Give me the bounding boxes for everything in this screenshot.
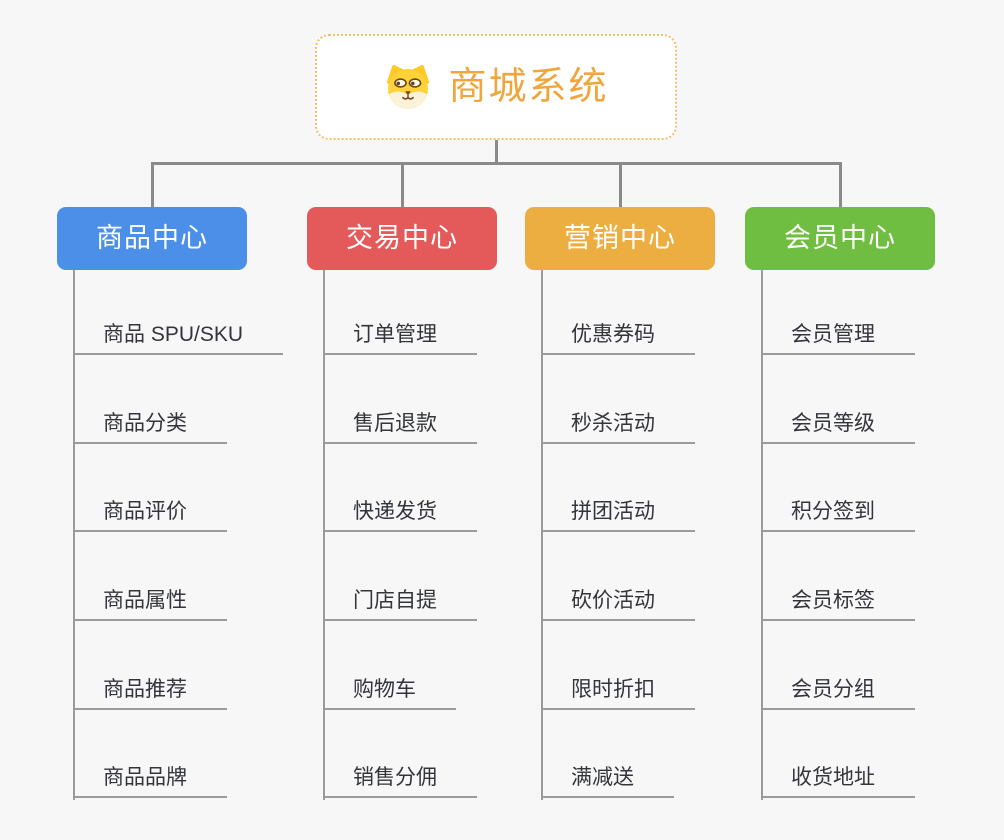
leaf-label: 售后退款: [353, 412, 437, 435]
leaf-node[interactable]: 商品 SPU/SKU: [73, 315, 284, 355]
leaf-label: 商品评价: [103, 500, 187, 523]
branch-node-1[interactable]: 商品中心: [57, 207, 247, 270]
leaf-node[interactable]: 拼团活动: [541, 492, 695, 532]
leaf-label: 拼团活动: [571, 500, 655, 523]
branch-label: 交易中心: [346, 223, 458, 253]
connector-horizontal: [150, 162, 842, 165]
leaf-label: 收货地址: [791, 766, 875, 789]
leaf-node[interactable]: 购物车: [323, 670, 456, 710]
leaf-label: 购物车: [353, 678, 416, 701]
leaf-label: 积分签到: [791, 500, 875, 523]
leaf-node[interactable]: 售后退款: [323, 404, 477, 444]
leaf-node[interactable]: 会员标签: [761, 581, 915, 621]
leaf-label: 销售分佣: [353, 766, 437, 789]
leaf-node[interactable]: 优惠券码: [541, 315, 695, 355]
leaf-label: 会员分组: [791, 678, 875, 701]
leaf-label: 商品属性: [103, 589, 187, 612]
leaf-node[interactable]: 会员分组: [761, 670, 915, 710]
branch-label: 营销中心: [564, 223, 676, 253]
leaf-node[interactable]: 积分签到: [761, 492, 915, 532]
leaf-label: 会员管理: [791, 323, 875, 346]
leaf-node[interactable]: 满减送: [541, 758, 674, 798]
branch-node-3[interactable]: 营销中心: [525, 207, 715, 270]
root-node[interactable]: 商城系统: [315, 34, 677, 140]
leaf-node[interactable]: 商品属性: [73, 581, 227, 621]
leaf-label: 优惠券码: [571, 323, 655, 346]
connector-spine-3: [541, 270, 543, 800]
leaf-node[interactable]: 收货地址: [761, 758, 915, 798]
leaf-label: 满减送: [571, 766, 634, 789]
branch-node-2[interactable]: 交易中心: [307, 207, 497, 270]
leaf-node[interactable]: 商品推荐: [73, 670, 227, 710]
leaf-node[interactable]: 快递发货: [323, 492, 477, 532]
connector-drop-4: [838, 162, 842, 207]
leaf-label: 商品推荐: [103, 678, 187, 701]
leaf-label: 商品分类: [103, 412, 187, 435]
connector-spine-4: [761, 270, 763, 800]
branch-label: 会员中心: [784, 223, 896, 253]
leaf-node[interactable]: 销售分佣: [323, 758, 477, 798]
leaf-node[interactable]: 秒杀活动: [541, 404, 695, 444]
leaf-label: 订单管理: [353, 323, 437, 346]
leaf-node[interactable]: 限时折扣: [541, 670, 695, 710]
root-title: 商城系统: [448, 66, 609, 108]
leaf-label: 快递发货: [353, 500, 437, 523]
leaf-label: 会员标签: [791, 589, 875, 612]
leaf-label: 会员等级: [791, 412, 875, 435]
branch-label: 商品中心: [96, 223, 208, 253]
leaf-label: 砍价活动: [571, 589, 655, 612]
connector-drop-2: [400, 162, 404, 207]
leaf-label: 门店自提: [353, 589, 437, 612]
leaf-label: 限时折扣: [571, 678, 655, 701]
leaf-node[interactable]: 订单管理: [323, 315, 477, 355]
leaf-node[interactable]: 商品品牌: [73, 758, 227, 798]
leaf-node[interactable]: 商品分类: [73, 404, 227, 444]
leaf-node[interactable]: 会员等级: [761, 404, 915, 444]
leaf-node[interactable]: 商品评价: [73, 492, 227, 532]
dog-face-icon: [387, 65, 430, 109]
connector-spine-2: [323, 270, 325, 800]
leaf-label: 商品品牌: [103, 766, 187, 789]
leaf-node[interactable]: 会员管理: [761, 315, 915, 355]
leaf-node[interactable]: 砍价活动: [541, 581, 695, 621]
connector-spine-1: [73, 270, 75, 800]
connector-drop-1: [150, 162, 154, 207]
leaf-node[interactable]: 门店自提: [323, 581, 477, 621]
connector-drop-3: [618, 162, 622, 207]
branch-node-4[interactable]: 会员中心: [745, 207, 935, 270]
connector-root-stub: [494, 140, 498, 165]
leaf-label: 秒杀活动: [571, 412, 655, 435]
leaf-label: 商品 SPU/SKU: [103, 323, 244, 346]
